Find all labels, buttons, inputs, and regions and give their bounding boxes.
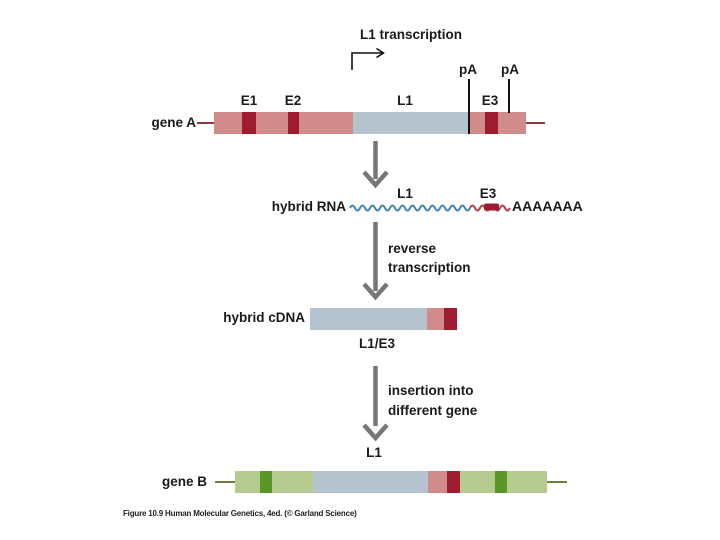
gene-a-exon3-block: [485, 112, 498, 134]
l1-transcription-label: L1 transcription: [359, 27, 463, 42]
gene-a-l1-label: L1: [397, 93, 413, 108]
rna-l1-label: L1: [397, 186, 413, 201]
pa-label-right: pA: [501, 62, 519, 77]
gene-a-right-flank-line: [526, 122, 545, 124]
down-arrow-1-head-icon: [362, 170, 389, 189]
gene-b-bar: [235, 471, 547, 493]
gene-a-exon1-block: [242, 112, 256, 134]
pa-label-left: pA: [459, 62, 477, 77]
rna-wave-l1: [349, 204, 471, 212]
gene-a-left-flank-line: [197, 122, 214, 124]
pa-site-line-left: [468, 79, 470, 134]
gene-b-darkred-segment: [447, 471, 460, 493]
pa-site-line-right: [508, 79, 510, 113]
down-arrow-2-head-icon: [362, 282, 389, 301]
cdna-l1-e3-label: L1/E3: [358, 336, 396, 351]
cdna-bar: [310, 308, 457, 330]
gene-b-left-flank-line: [215, 481, 235, 483]
gene-b-exon-block-2: [495, 471, 507, 493]
rna-e3-block: [484, 203, 499, 211]
cdna-darkred-segment: [444, 308, 457, 330]
gene-a-e3-label: E3: [481, 93, 499, 108]
gene-a-l1-segment: [353, 112, 469, 134]
cdna-pink-segment: [427, 308, 444, 330]
insertion-line1: insertion into: [388, 383, 474, 398]
transcription-start-arrow: [351, 52, 382, 70]
polya-tail-text: AAAAAAA: [512, 198, 583, 214]
reverse-transcription-line1: reverse: [388, 241, 437, 256]
hybrid-cdna-label: hybrid cDNA: [223, 310, 305, 325]
gene-b-l1-label: L1: [366, 445, 382, 460]
gene-b-pink-segment: [428, 471, 447, 493]
gene-b-l1-segment: [313, 471, 428, 493]
gene-a-label: gene A: [151, 115, 196, 130]
figure-caption: Figure 10.9 Human Molecular Genetics, 4e…: [123, 509, 357, 518]
gene-b-right-flank-line: [547, 481, 567, 483]
gene-b-label: gene B: [161, 474, 207, 489]
transcription-start-arrowhead-icon: [376, 47, 385, 59]
gene-a-e1-label: E1: [240, 93, 258, 108]
gene-a-bar: [214, 112, 526, 134]
reverse-transcription-line2: transcription: [388, 260, 471, 275]
gene-a-exon2-block: [288, 112, 299, 134]
gene-b-exon-block-1: [260, 471, 272, 493]
down-arrow-3-head-icon: [362, 423, 389, 442]
insertion-line2: different gene: [388, 403, 478, 418]
rna-e3-label: E3: [479, 186, 497, 201]
gene-a-e2-label: E2: [284, 93, 302, 108]
hybrid-rna-label: hybrid RNA: [271, 199, 346, 214]
